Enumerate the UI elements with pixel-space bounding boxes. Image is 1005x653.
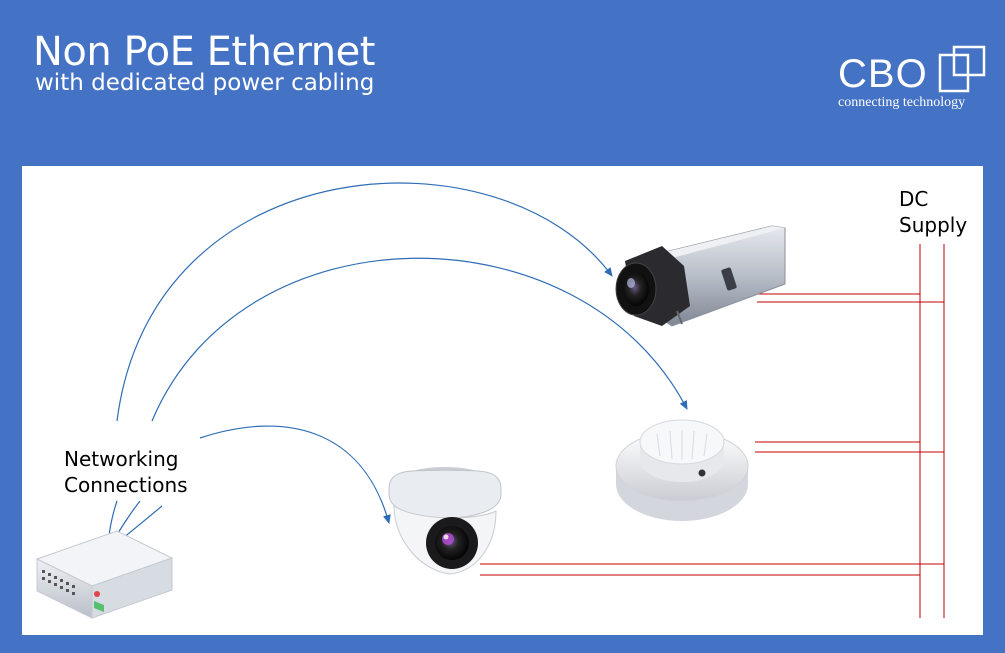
- logo-tagline: connecting technology: [838, 95, 966, 110]
- smoke-detector-icon: [615, 419, 749, 521]
- network-line-box-camera: [116, 182, 613, 422]
- dome-camera-icon: [388, 467, 502, 575]
- power-lines: [480, 244, 945, 618]
- network-line-smoke-detector: [151, 257, 688, 422]
- networking-connections-label: Networking Connections: [64, 447, 188, 497]
- dc-supply-label: DC Supply: [899, 187, 968, 237]
- box-camera-icon: [615, 225, 786, 327]
- logo-mark-icon: [938, 45, 986, 93]
- network-switch-icon: [35, 530, 174, 619]
- network-line-dome-camera: [199, 425, 391, 524]
- page-title: Non PoE Ethernet: [33, 29, 375, 75]
- cbo-logo: CBO connecting technology: [838, 43, 988, 118]
- page-subtitle: with dedicated power cabling: [35, 70, 375, 96]
- logo-text: CBO: [838, 52, 928, 96]
- diagram-canvas: [35, 182, 945, 619]
- diagram-panel: Networking Connections DC Supply: [22, 166, 983, 635]
